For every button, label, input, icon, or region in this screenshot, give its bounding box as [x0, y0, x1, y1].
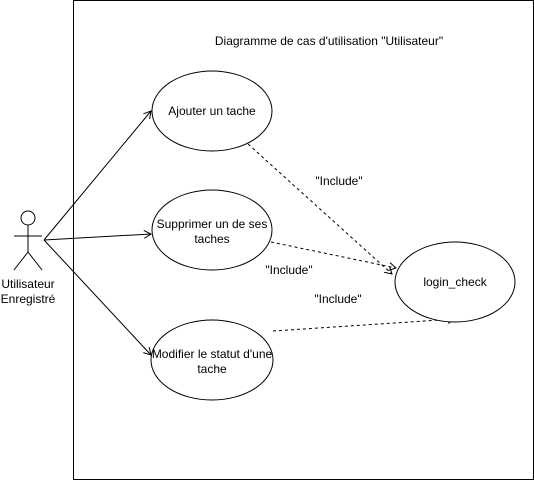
system-boundary [73, 0, 534, 480]
include-arrow-add-task [247, 143, 393, 275]
use-case-modify-status-label-line2: tache [197, 362, 227, 376]
use-case-login-check-label: login_check [423, 275, 487, 289]
diagram-title: Diagramme de cas d'utilisation "Utilisat… [215, 34, 443, 48]
use-case-delete-task-label-line2: taches [194, 232, 229, 246]
use-case-modify-status-label-line1: Modifier le statut d'une [152, 347, 273, 361]
association-add-task [43, 110, 152, 241]
include-label-2: "Include" [265, 263, 312, 277]
association-modify-status [43, 239, 152, 356]
use-case-delete-task [151, 189, 273, 271]
use-case-add-task [151, 70, 273, 152]
use-case-add-task-label: Ajouter un tache [168, 104, 256, 118]
include-label-3: "Include" [314, 292, 361, 306]
use-case-delete-task-label-line1: Supprimer un de ses [157, 217, 268, 231]
association-delete-task [43, 229, 153, 241]
include-arrow-modify-status [272, 315, 457, 332]
use-case-modify-status [150, 319, 274, 401]
actor-label-line1: Utilisateur [1, 277, 54, 291]
actor-figure [13, 210, 43, 271]
use-case-login-check [394, 241, 516, 323]
actor-label-line2: Enregistré [1, 292, 56, 306]
include-label-1: "Include" [315, 174, 362, 188]
